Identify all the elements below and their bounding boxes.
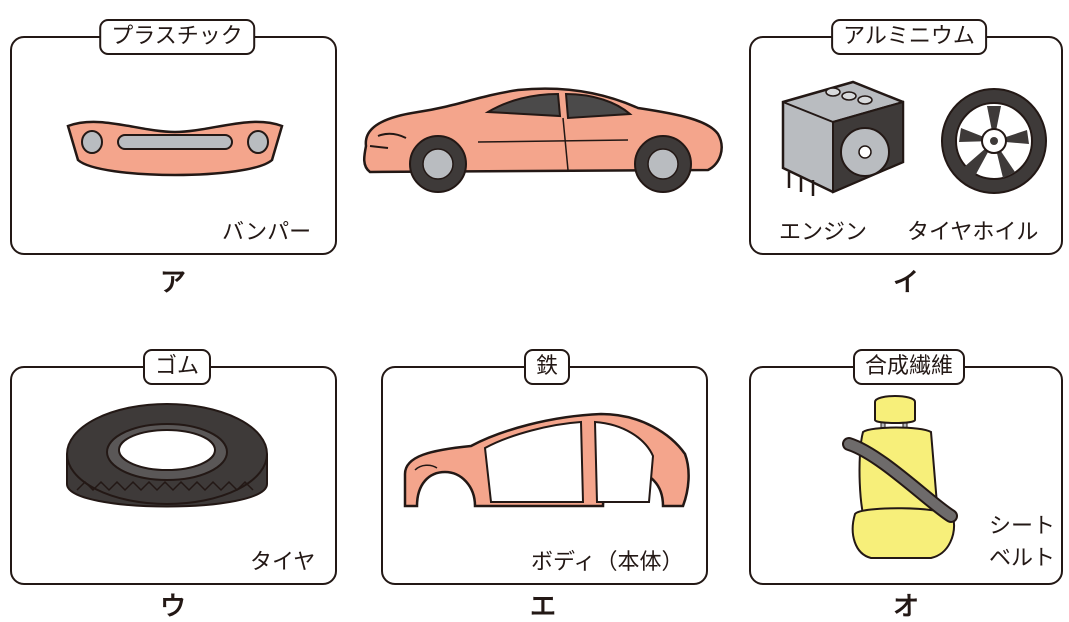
letter-e: エ: [529, 592, 557, 622]
letter-o: オ: [892, 592, 920, 622]
panel-plastic: プラスチック バンパー: [10, 19, 337, 255]
panel-iron: 鉄 ボディ（本体）: [381, 349, 708, 585]
material-label-fiber: 合成繊維: [852, 349, 966, 385]
tire-icon: [66, 403, 268, 508]
car-icon: [363, 87, 723, 193]
part-caption-engine: エンジン: [779, 220, 868, 245]
part-caption-bumper: バンパー: [222, 220, 312, 245]
part-caption-wheel: タイヤホイル: [907, 220, 1039, 245]
panel-aluminum: アルミニウム エンジン タイヤホイル: [749, 19, 1063, 255]
car-body-frame-icon: [403, 412, 690, 508]
engine-icon: [781, 80, 905, 196]
material-label-plastic: プラスチック: [99, 19, 255, 55]
wheel-icon: [941, 88, 1047, 194]
part-caption-seat: シート: [989, 514, 1056, 539]
letter-i: イ: [892, 268, 920, 298]
part-caption-belt: ベルト: [989, 546, 1056, 571]
material-label-rubber: ゴム: [142, 349, 212, 385]
letter-a: ア: [159, 268, 187, 298]
panel-rubber: ゴム タイヤ: [10, 349, 337, 585]
part-caption-tire: タイヤ: [250, 550, 316, 575]
car-seat-icon: [842, 395, 958, 559]
material-label-iron: 鉄: [523, 349, 571, 385]
panel-fiber: 合成繊維 シート ベルト: [749, 349, 1063, 585]
bumper-icon: [66, 120, 284, 177]
letter-u: ウ: [159, 592, 187, 622]
part-caption-body: ボディ（本体）: [531, 550, 684, 575]
material-label-aluminum: アルミニウム: [831, 19, 987, 55]
